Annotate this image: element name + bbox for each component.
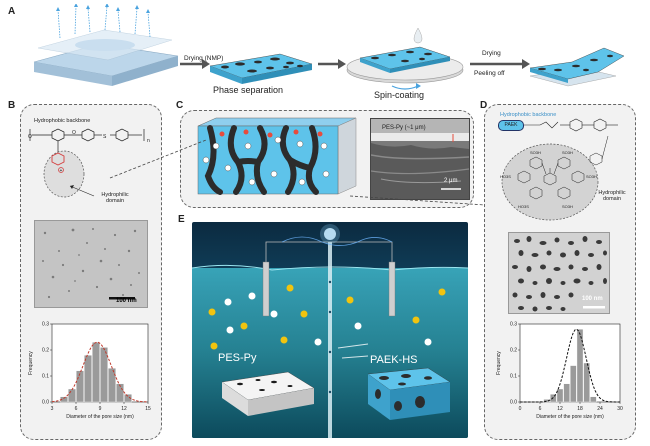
b-hist-x-axis-label: Diameter of the pore size (nm) — [66, 414, 134, 420]
d-scale-bar-label: 100 nm — [582, 296, 603, 302]
svg-text:+: + — [60, 168, 63, 174]
b-hist-bar — [100, 347, 108, 403]
panel-c-label: C — [176, 100, 184, 111]
svg-text:SO3H: SO3H — [586, 174, 597, 179]
b-tem-image — [34, 220, 148, 308]
panel-a-label: A — [8, 6, 16, 17]
b-hist-bar — [76, 370, 84, 403]
panel-e-label: E — [178, 214, 185, 225]
b-hist-y-tick-label: 0.3 — [42, 322, 49, 328]
d-hist-x-tick-label: 12 — [557, 406, 563, 412]
d-tem-image — [508, 232, 610, 314]
d-hist-bar — [590, 396, 597, 403]
svg-text:SO3H: SO3H — [530, 150, 541, 155]
d-hist-x-tick-label: 6 — [539, 406, 542, 412]
d-paek-tag: PAEK — [498, 120, 524, 131]
svg-text:O: O — [28, 134, 32, 140]
d-hist-x-axis-label: Diameter of the pore size (nm) — [536, 414, 604, 420]
d-hist-y-tick-label: 0.2 — [510, 348, 517, 354]
d-hist-fit-curve — [520, 328, 620, 403]
b-hist-x-tick-label: 6 — [75, 406, 78, 412]
d-hist-x-tick-label: 18 — [577, 406, 583, 412]
b-hist-x-tick-label: 12 — [121, 406, 127, 412]
d-hist-x-tick-label: 24 — [597, 406, 603, 412]
d-hist-x-tick-label: 0 — [519, 406, 522, 412]
step-spin-coating: Spin-coating — [374, 90, 425, 100]
d-paek-tag-text: PAEK — [504, 122, 518, 128]
c-sem-image — [370, 118, 470, 200]
svg-text:S: S — [103, 134, 107, 140]
d-hist-x-tick-label: 30 — [617, 406, 623, 412]
b-hist-y-axis-label: Frequency — [28, 351, 34, 375]
b-hist-y-tick-label: 0.2 — [42, 348, 49, 354]
d-backbone-label: Hydrophobic backbone — [500, 112, 557, 118]
panel-a-process — [33, 4, 625, 90]
b-chemical-structure: O O S n + — [28, 128, 150, 198]
d-chemical-structure: SO3H SO3H HO3S SO3H HO3S SO3H — [500, 118, 618, 221]
d-hist-bar — [563, 383, 570, 403]
svg-text:O: O — [72, 130, 76, 136]
d-hist-y-tick-label: 0.3 — [510, 322, 517, 328]
casting-tray — [33, 29, 179, 86]
d-hist-bar — [570, 365, 577, 403]
step-phase-separation: Phase separation — [213, 85, 284, 95]
b-hist-y-tick-label: 0.1 — [42, 374, 49, 380]
d-domain-label: Hydrophilic domain — [598, 190, 626, 202]
membrane-block-a — [209, 53, 313, 84]
e-left-membrane-label: PES-Py — [218, 352, 257, 364]
b-hist-bar — [124, 393, 132, 403]
b-hist-x-tick-label: 9 — [99, 406, 102, 412]
evaporation-arrows — [57, 5, 151, 39]
d-hist-y-axis-label: Frequency — [496, 351, 502, 375]
svg-text:HO3S: HO3S — [518, 204, 529, 209]
d-hist-plot-area — [519, 323, 621, 403]
b-hist-plot-area — [51, 323, 149, 403]
process-arrow-3 — [470, 59, 530, 69]
svg-text:SO3H: SO3H — [562, 150, 573, 155]
process-arrow-2 — [318, 59, 346, 69]
b-backbone-label: Hydrophobic backbone — [34, 118, 91, 124]
b-hist-x-tick-label: 15 — [145, 406, 151, 412]
b-hist-bar — [116, 383, 124, 403]
svg-text:SO3H: SO3H — [562, 204, 573, 209]
b-hist-fit-curve — [51, 341, 148, 403]
step-drying-nmp: Drying (NMP) — [184, 55, 224, 62]
b-hist-bar — [60, 396, 68, 403]
d-hist-y-tick-label: 0.1 — [510, 374, 517, 380]
b-scale-bar-label: 100 nm — [116, 298, 137, 304]
b-hist-x-tick-label: 3 — [51, 406, 54, 412]
b-hist-y-tick-label: 0.0 — [42, 400, 49, 406]
svg-text:HO3S: HO3S — [500, 174, 511, 179]
panel-d-label: D — [480, 100, 488, 111]
b-domain-label: Hydrophilic domain — [101, 192, 129, 204]
b-hist-bar — [84, 355, 92, 403]
e-osmotic-device — [192, 222, 468, 438]
process-arrow-1 — [180, 59, 210, 69]
c-membrane-cross-section — [197, 117, 357, 195]
svg-text:n: n — [147, 138, 150, 144]
c-sem-label: PES-Py (~1 μm) — [382, 125, 426, 131]
peeled-membrane — [529, 47, 625, 87]
panel-b-label: B — [8, 100, 16, 111]
spin-coater — [346, 27, 464, 90]
c-scale-bar-label: 2 μm — [444, 178, 458, 184]
d-hist-bar — [583, 362, 590, 403]
e-right-membrane-label: PAEK-HS — [370, 354, 418, 366]
d-hist-y-tick-label: 0.0 — [510, 400, 517, 406]
step-peeling-off: Peeling off — [474, 70, 505, 77]
step-drying: Drying — [482, 50, 501, 57]
